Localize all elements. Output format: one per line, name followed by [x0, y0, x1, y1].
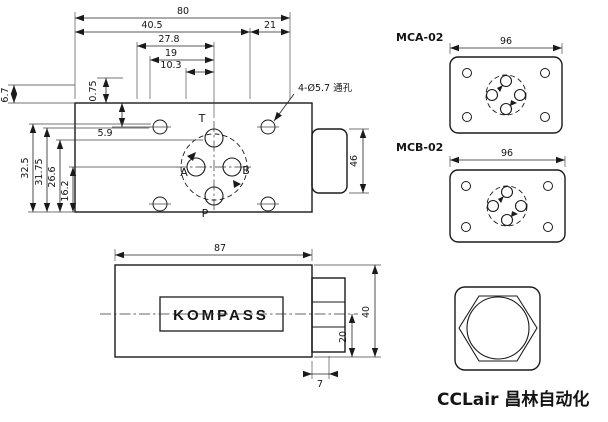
dim-27-8-label: 27.8: [158, 34, 179, 45]
mounting-hole: [543, 181, 553, 191]
port-b-circle: [222, 157, 242, 177]
dim-10-3: 10.3: [160, 42, 215, 118]
leader-line: [273, 93, 295, 122]
mcb-02-label: MCB-02: [396, 141, 443, 154]
port-circle: [500, 213, 514, 227]
dim-7-label: 7: [317, 379, 323, 390]
hex-end-view: [454, 286, 541, 371]
port-circle: [514, 199, 528, 213]
mcb-02-view: MCB-02 96: [396, 141, 566, 243]
port-circle: [499, 102, 513, 116]
dim-96-mca-label: 96: [500, 36, 512, 47]
dim-16-2: 16.2: [28, 166, 176, 213]
mounting-hole: [462, 112, 472, 122]
dim-0-75-label: 0.75: [88, 80, 99, 101]
dim-21-label: 21: [264, 20, 276, 31]
port-pattern-dashed-circle: [485, 74, 527, 116]
dim-96-mcb-label: 96: [501, 148, 513, 159]
valve-front-view: KOMPASS 87 40 20 7: [100, 243, 381, 390]
hex-inner-circle: [466, 296, 530, 360]
mounting-hole: [543, 222, 553, 232]
hex-view-outline: [454, 286, 541, 371]
mca-body-outline: [449, 56, 563, 134]
dim-20: 20: [338, 314, 356, 357]
dim-32-5-label: 32.5: [20, 157, 31, 178]
dim-0-75: 0.75: [88, 77, 123, 103]
dim-31-75: 31.75: [34, 127, 149, 212]
dim-46: 46: [349, 128, 369, 194]
kompass-logo: KOMPASS: [173, 307, 269, 324]
port-a-circle: [186, 157, 206, 177]
hex-end-outline: [311, 277, 346, 353]
port-a-label: A: [180, 166, 188, 179]
mounting-hole: [461, 181, 471, 191]
port-t-label: T: [198, 112, 206, 125]
dim-87: 87: [114, 243, 313, 261]
dim-16-2-label: 16.2: [60, 180, 71, 201]
dim-46-label: 46: [349, 155, 360, 167]
dim-96-mca: 96: [449, 36, 563, 54]
hole-note-label: 4-Ø5.7 通孔: [298, 83, 353, 94]
dim-20-label: 20: [338, 331, 349, 343]
dim-40-label: 40: [361, 306, 372, 318]
mca-02-label: MCA-02: [396, 31, 443, 44]
dim-40-5-label: 40.5: [141, 20, 162, 31]
mounting-hole: [540, 68, 550, 78]
port-b-label: B: [242, 164, 250, 177]
dim-80: 80: [74, 6, 291, 99]
dim-40: 40: [314, 264, 381, 358]
orientation-mark-icon: [510, 100, 517, 106]
mcb-body-outline: [449, 169, 566, 243]
dim-31-75-label: 31.75: [34, 158, 45, 185]
hexagon-outline: [458, 295, 538, 362]
mounting-hole: [461, 222, 471, 232]
port-circle: [513, 88, 527, 102]
valve-top-view: T A B P 80 40.5 21 27.8 19: [0, 6, 369, 220]
dim-32-5: 32.5: [20, 123, 151, 212]
orientation-mark-icon: [498, 196, 504, 203]
port-p-circle: [204, 186, 224, 206]
mounting-hole: [462, 68, 472, 78]
orientation-mark-icon: [511, 211, 518, 217]
mca-02-view: MCA-02 96: [396, 31, 563, 134]
dim-21: 21: [250, 20, 290, 36]
port-pattern-dashed-circle: [486, 185, 528, 227]
port-t-circle: [204, 128, 224, 148]
dim-96-mcb: 96: [449, 148, 566, 167]
dim-7: 7: [303, 356, 338, 390]
dim-10-3-label: 10.3: [160, 60, 181, 71]
dim-26-6-label: 26.6: [47, 166, 58, 187]
dim-6-7-label: 6.7: [0, 87, 11, 102]
side-block-outline: [311, 128, 348, 194]
dim-19-label: 19: [165, 48, 177, 59]
dim-19: 19: [149, 48, 214, 99]
footer-brand: CCLair 昌林自动化: [437, 389, 589, 410]
mounting-hole: [540, 112, 550, 122]
dim-27-8: 27.8: [136, 34, 214, 99]
dim-5-9-label: 5.9: [97, 128, 112, 139]
dim-80-label: 80: [177, 6, 189, 17]
dim-26-6: 26.6: [47, 139, 203, 212]
port-circle: [486, 199, 500, 213]
port-circle: [500, 185, 514, 199]
dim-40-5: 40.5: [75, 20, 251, 99]
orientation-mark-icon: [497, 85, 503, 92]
orientation-mark-icon: [187, 152, 196, 161]
dim-6-7: 6.7: [0, 84, 75, 104]
port-circle: [499, 74, 513, 88]
port-p-label: P: [202, 207, 209, 220]
hole-callout: 4-Ø5.7 通孔: [273, 83, 353, 122]
dim-87-label: 87: [214, 243, 226, 254]
dim-5-9: 5.9: [97, 103, 151, 139]
port-circle: [485, 88, 499, 102]
orientation-mark-icon: [233, 180, 241, 188]
port-pattern-dashed-circle: [180, 133, 248, 201]
